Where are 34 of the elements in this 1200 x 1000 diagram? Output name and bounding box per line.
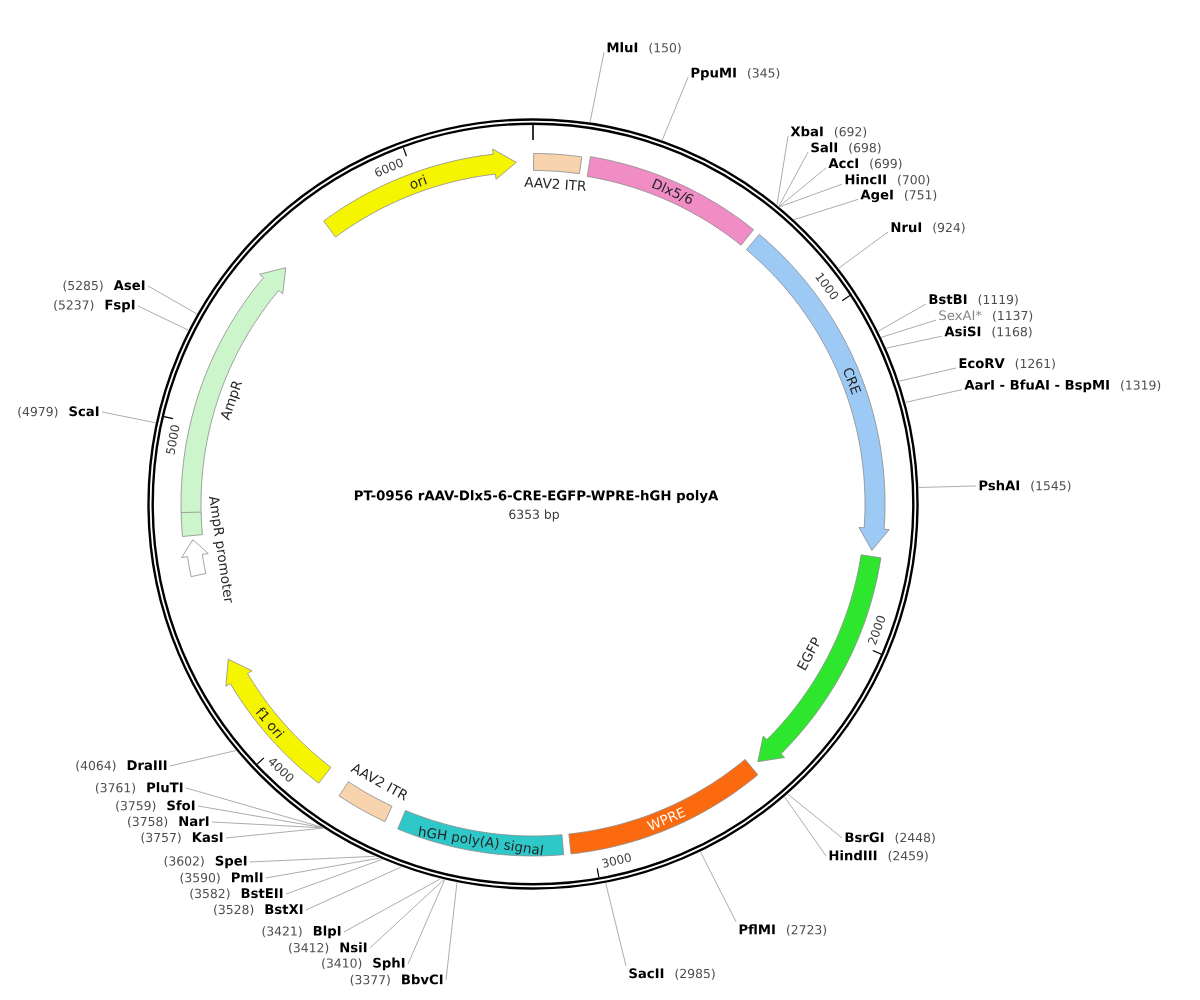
leader-line [265,857,380,879]
leader-line [185,787,323,828]
leader-line [918,485,977,488]
leader-line [369,879,445,949]
leader-line [305,866,402,911]
leader-line [880,319,937,338]
leader-line [605,882,627,967]
leader-line [445,881,458,981]
leader-line [778,183,843,208]
leader-line [225,827,324,839]
leader-line [877,303,927,332]
leader-line [211,821,324,829]
leader-line [101,411,157,424]
leader-line [249,855,376,863]
leader-line [147,285,198,315]
leader-line [778,151,809,207]
leader-line [197,805,324,829]
leader-line [699,851,737,923]
leader-line [343,878,442,933]
leader-line [285,858,383,895]
leader-line [838,231,889,269]
leader-line [885,335,943,349]
leader-line [776,135,789,206]
leader-line [904,389,963,403]
leader-line [793,198,859,221]
leader-line [661,76,689,141]
leader-line [407,879,446,965]
leader-line [137,305,189,331]
leader-line [898,367,957,382]
leader-line [169,750,237,767]
leader-line [784,796,827,857]
leader-line [778,167,827,208]
leader-line [787,793,843,839]
leader-line [589,51,605,123]
